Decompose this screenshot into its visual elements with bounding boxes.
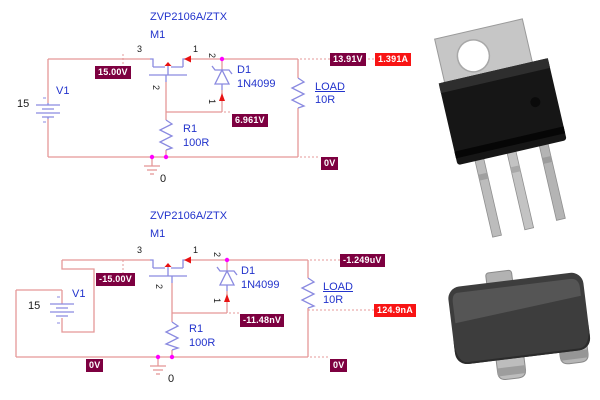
top-output-current-badge: 1.391A	[375, 53, 412, 66]
bottom-mosfet-pin-drain: 2	[154, 283, 165, 290]
top-circuit-junctions	[149, 56, 225, 160]
top-resistor-value: 100R	[183, 137, 210, 149]
bottom-resistor-ref: R1	[189, 323, 204, 335]
bottom-circuit-probe-links	[122, 259, 374, 358]
bottom-output-current-badge: 124.9nA	[374, 304, 416, 317]
top-zener-part: 1N4099	[237, 78, 276, 90]
top-source-value: 15	[17, 98, 30, 110]
top-zener-voltage-badge: 6.961V	[232, 114, 268, 127]
bottom-ground-label: 0	[168, 373, 175, 385]
bottom-source-value: 15	[28, 300, 41, 312]
top-zener-ref: D1	[237, 64, 252, 76]
bottom-zener-part: 1N4099	[241, 279, 280, 291]
top-load-value: 10R	[315, 94, 336, 106]
top-mosfet-pin-gate: 3	[137, 44, 143, 54]
top-ground-voltage-badge: 0V	[321, 157, 339, 170]
sot23-package-photo	[448, 269, 591, 381]
top-zener-pin-bottom: 1	[207, 98, 218, 105]
bottom-zener-voltage-badge: -11.48nV	[240, 314, 285, 327]
bottom-circuit-wires	[15, 259, 309, 375]
top-part-title: ZVP2106A/ZTX	[150, 11, 228, 23]
top-source-ref: V1	[56, 85, 70, 97]
top-circuit-current-arrows	[164, 55, 225, 101]
top-load-ref: LOAD	[315, 81, 345, 93]
bottom-load-value: 10R	[323, 294, 344, 306]
bottom-circuit-symbols	[50, 259, 316, 351]
top-resistor-ref: R1	[183, 123, 198, 135]
bottom-circuit-current-arrows	[164, 256, 230, 302]
top-mosfet-pin-drain: 2	[151, 84, 162, 91]
bottom-ground-right-badge: 0V	[330, 359, 348, 372]
bottom-ground-left-badge: 0V	[86, 359, 104, 372]
bottom-gate-voltage-badge: -15.00V	[96, 273, 135, 286]
bottom-load-ref: LOAD	[323, 281, 353, 293]
top-output-voltage-badge: 13.91V	[330, 53, 366, 66]
top-gate-voltage-badge: 15.00V	[95, 66, 131, 79]
top-ground-label: 0	[160, 173, 167, 185]
bottom-zener-pin-top: 2	[212, 251, 223, 258]
bottom-mosfet-pin-source: 1	[193, 245, 199, 255]
top-circuit-symbols	[36, 58, 306, 151]
bottom-output-voltage-badge: -1.249uV	[340, 254, 385, 267]
bottom-zener-ref: D1	[241, 265, 256, 277]
to220-package-photo	[434, 18, 567, 238]
bottom-circuit-junctions	[155, 257, 230, 360]
bottom-mosfet-pin-gate: 3	[137, 245, 143, 255]
top-zener-pin-top: 2	[207, 52, 218, 59]
top-mosfet-pin-source: 1	[193, 44, 199, 54]
bottom-zener-pin-bottom: 1	[212, 297, 223, 304]
bottom-resistor-value: 100R	[189, 337, 216, 349]
top-mosfet-ref: M1	[150, 29, 166, 41]
bottom-part-title: ZVP2106A/ZTX	[150, 210, 228, 222]
bottom-mosfet-ref: M1	[150, 228, 166, 240]
bottom-source-ref: V1	[72, 288, 86, 300]
